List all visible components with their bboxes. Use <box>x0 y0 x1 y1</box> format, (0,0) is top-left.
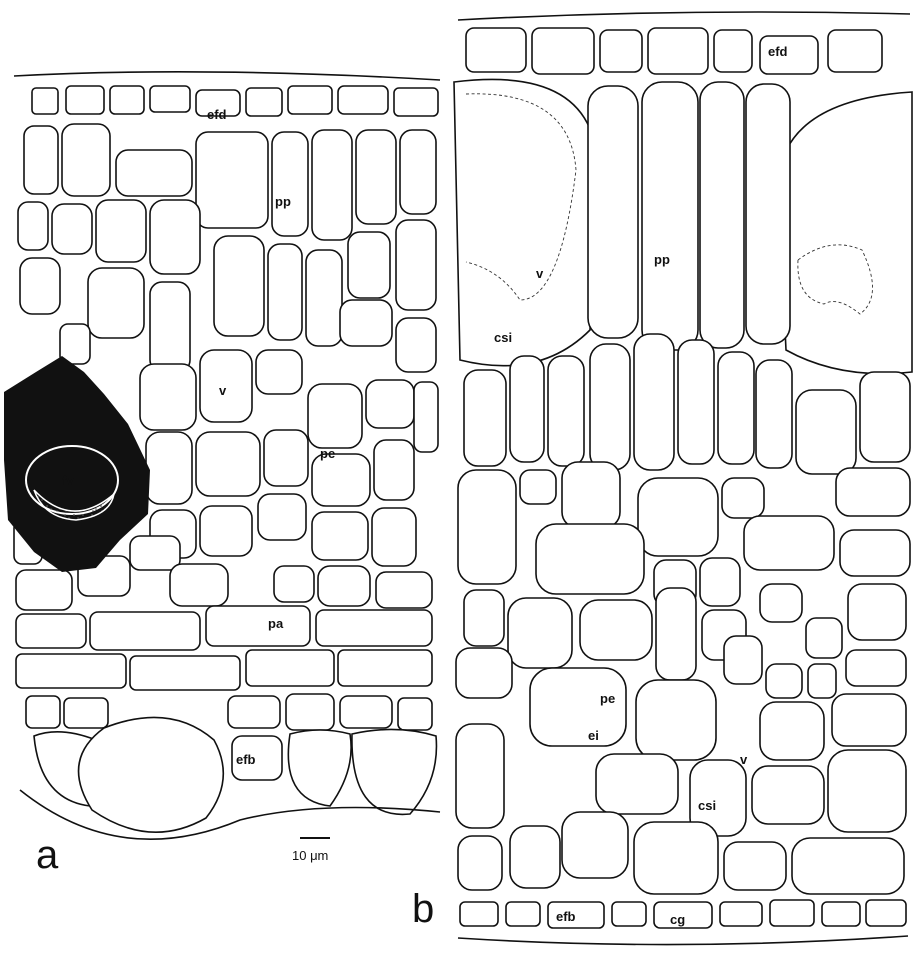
label-pe-b: pe <box>600 691 615 706</box>
label-csi-top-b: csi <box>494 330 512 345</box>
panel-b-letter: b <box>412 887 434 931</box>
label-efd-a: efd <box>207 107 227 122</box>
panel-a-lower-layers <box>16 606 440 839</box>
scale-bar-label: 10 μm <box>292 848 328 863</box>
panel-a-section: efd pp v pe fv pa efb a 10 μm <box>4 72 440 877</box>
panel-b-section: efd pp v csi pe ei v csi efb cg b <box>412 12 912 945</box>
label-csi-bottom-b: csi <box>698 798 716 813</box>
panel-a-upper-epidermis <box>32 86 438 116</box>
label-efb-a: efb <box>236 752 256 767</box>
panel-a-cuticle-top <box>14 72 440 80</box>
label-efd-b: efd <box>768 44 788 59</box>
label-pa-a: pa <box>268 616 284 631</box>
label-v2-b: v <box>740 752 748 767</box>
label-pp-b: pp <box>654 252 670 267</box>
label-cg-b: cg <box>670 912 685 927</box>
label-v-b: v <box>536 266 544 281</box>
label-efb-b: efb <box>556 909 576 924</box>
panel-a-letter: a <box>36 833 59 877</box>
label-pp-a: pp <box>275 194 291 209</box>
panel-b-cuticle-top <box>458 12 910 20</box>
label-v-a: v <box>219 383 227 398</box>
label-ei-b: ei <box>588 728 599 743</box>
panel-b-spongy-mesophyll <box>456 462 910 894</box>
panel-b-air-chamber-right <box>778 92 912 374</box>
label-fv-a: fv <box>62 473 74 488</box>
label-pe-a: pe <box>320 446 335 461</box>
panel-a-vascular-bundle <box>4 356 150 572</box>
panel-b-air-chamber-left <box>454 79 596 365</box>
panel-b-upper-epidermis <box>466 28 882 74</box>
